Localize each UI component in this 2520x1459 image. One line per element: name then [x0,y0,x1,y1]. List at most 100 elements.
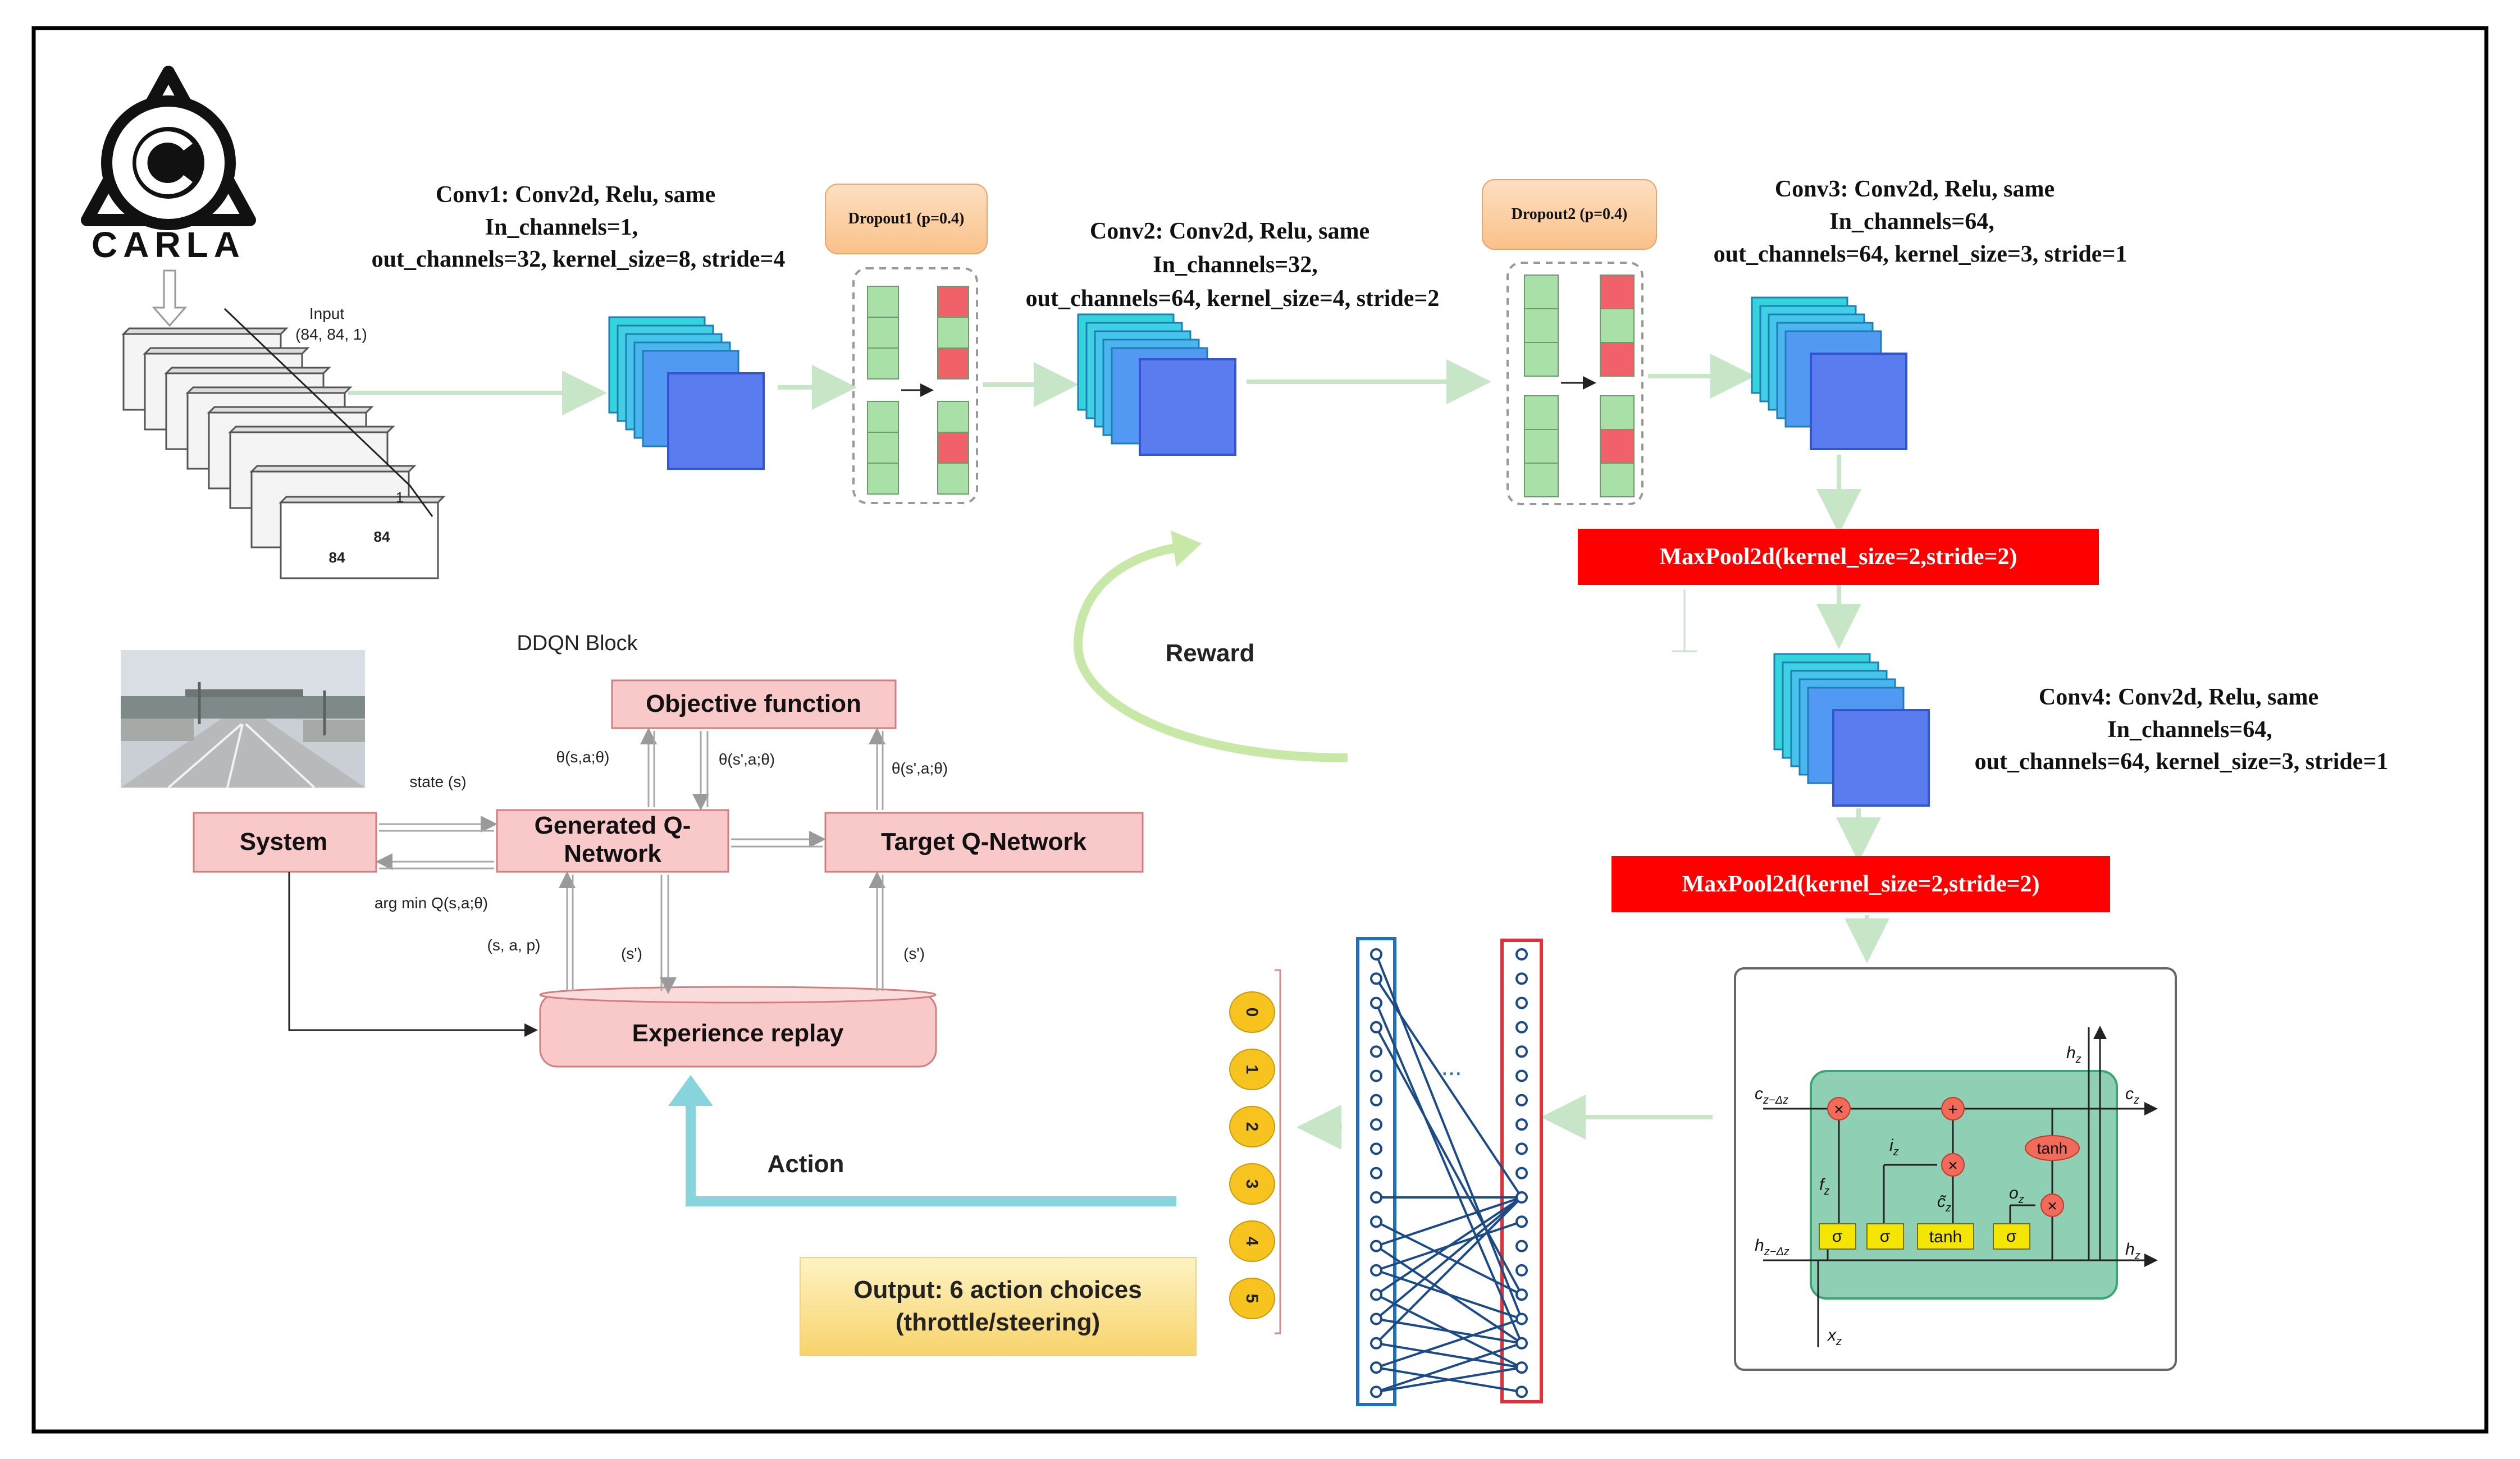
fc-ellipsis: ... [1441,1053,1462,1081]
lstm-x-in: x [1827,1326,1837,1344]
conv4-out-channels: out_channels=64, kernel_size=3, stride=1 [1975,749,2389,775]
fc-connection [1376,1318,1522,1344]
carla-logo [81,66,256,230]
fc-connection [1375,1196,1523,1344]
fc-connection [1376,1342,1522,1369]
lstm-f-sub: z [1823,1185,1829,1197]
fc-output-node [1515,948,1528,961]
action-choice-3: 3 [1229,1163,1275,1205]
objective-function-label: Objective function [646,690,861,717]
conv2-feature-maps [1077,313,1236,456]
lstm-tanh-node: tanh [2037,1140,2068,1157]
action-label: Action [768,1150,844,1178]
action-arrow-head [668,1075,713,1106]
fc-input-node [1370,1385,1382,1398]
maxpool2-box [1611,856,2110,912]
fc-input-node [1370,1215,1382,1228]
fc-connection [1376,1342,1522,1393]
input-shape-label: (84, 84, 1) [295,326,367,343]
lstm-h-top-sub: z [2075,1053,2081,1065]
fc-input-layer [1356,937,1396,1406]
svg-text:iz: iz [1889,1136,1899,1158]
fc-output-node [1515,1361,1528,1374]
svg-text:hz−Δz: hz−Δz [1755,1236,1789,1258]
conv1-feature-maps [608,316,765,470]
system-to-replay-line [288,872,538,1037]
lstm-o-sub: z [2018,1193,2024,1206]
action-choice-label: 5 [1243,1294,1261,1304]
fc-input-node [1370,1094,1382,1106]
action-choice-0: 0 [1229,991,1275,1033]
fc-input-node [1370,1045,1382,1058]
fc-input-node [1370,1118,1382,1131]
action-choice-label: 4 [1243,1237,1261,1246]
svg-text:oz: oz [2009,1184,2024,1206]
svg-text:cz: cz [2125,1085,2139,1106]
fc-connection [1375,978,1523,1199]
ddqn-title: DDQN Block [517,632,638,655]
conv2-title: Conv2: Conv2d, Relu, same [1090,218,1369,244]
fc-output-node [1515,1069,1528,1082]
lstm-cell [1734,967,2177,1371]
svg-text:hz: hz [2125,1240,2140,1262]
fc-connection [1375,1196,1523,1296]
lstm-h-in-sub: z−Δz [1764,1246,1789,1258]
fc-output-node [1515,1337,1528,1350]
maxpool2-label: MaxPool2d(kernel_size=2,stride=2) [1682,871,2040,897]
lstm-h-top: h [2066,1044,2076,1062]
action-choice-4: 4 [1229,1220,1275,1262]
dropout1-block: Dropout1 (p=0.4) [825,184,988,504]
fc-output-layer [1500,939,1543,1403]
target-q-network-box [824,812,1144,873]
theta-spa-label: θ(s',a;θ) [719,751,775,768]
svg-text:c̃z: c̃z [1937,1192,1951,1214]
input-frame-stack [121,308,446,579]
fc-input-node [1370,1361,1382,1374]
fc-output-node [1515,1167,1528,1179]
theta-sa-label: θ(s,a;θ) [556,748,610,766]
lstm-o: o [2009,1184,2019,1202]
system-label: System [240,828,328,856]
dropout1-label: Dropout1 (p=0.4) [848,210,965,227]
lstm-h-out-sub: z [2134,1250,2140,1262]
input-depth-label: 1 [396,489,404,506]
action-choice-label: 0 [1243,1008,1261,1017]
fc-output-node [1515,1142,1528,1155]
road-scene-image [121,650,365,789]
lstm-c-out-sub: z [2133,1094,2139,1106]
fc-input-node [1370,1337,1382,1350]
generated-q-network-box [496,809,729,873]
fc-output-node [1515,1021,1528,1033]
input-width-label: 84 [374,528,390,545]
reward-arrow-head [1171,530,1202,567]
fc-input-node [1370,948,1382,961]
logo-down-arrow [152,269,188,327]
generated-q-network-label-1: Generated Q- [535,812,691,839]
action-choice-5: 5 [1229,1278,1275,1319]
lstm-tanh-gate: tanh [1929,1228,1962,1246]
fc-output-node [1515,1385,1528,1398]
system-box [193,812,377,873]
conv1-title: Conv1: Conv2d, Relu, same [436,182,715,208]
maxpool1-label: MaxPool2d(kernel_size=2,stride=2) [1660,544,2017,570]
dropout2-block: Dropout2 (p=0.4) [1482,179,1657,505]
fc-input-node [1370,996,1382,1009]
choices-bracket [1275,969,1281,1334]
fc-connection [1376,1318,1522,1369]
conv2-in-channels: In_channels=32, [1153,252,1318,278]
lstm-sigma-1: σ [1832,1227,1843,1246]
svg-text:xz: xz [1827,1326,1842,1348]
lstm-i-sub: z [1893,1146,1899,1158]
fc-input-node [1370,1240,1382,1252]
target-q-network-label: Target Q-Network [881,828,1086,856]
conv1-out-channels: out_channels=32, kernel_size=8, stride=4 [372,246,786,272]
sprime-target-label: (s') [903,945,925,962]
output-box [800,1257,1197,1356]
outer-frame [31,26,2489,1434]
lstm-times-f: × [1834,1100,1844,1119]
fc-connection [1375,1002,1523,1344]
action-choice-1: 1 [1229,1049,1275,1090]
input-label: Input [309,305,344,322]
